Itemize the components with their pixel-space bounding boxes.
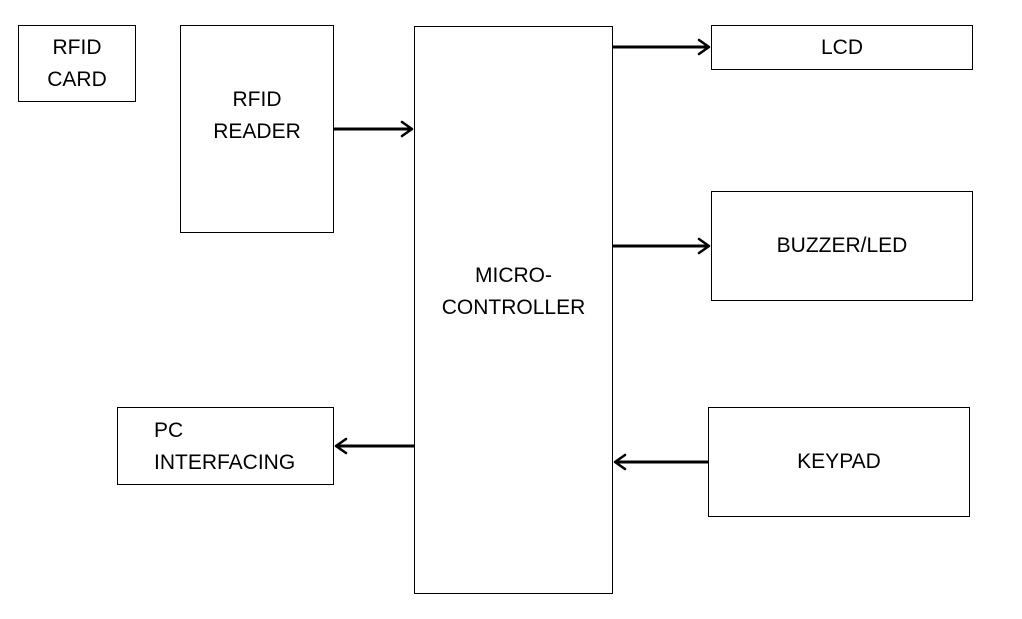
- rfid-reader-block: RFID READER: [180, 25, 334, 233]
- buzzer-led-label: BUZZER/LED: [776, 234, 908, 257]
- rfid-card-block: RFID CARD: [18, 25, 136, 102]
- keypad-label: KEYPAD: [797, 450, 881, 473]
- keypad-block: KEYPAD: [708, 407, 970, 517]
- arrow-rfid-reader-to-microcontroller: [334, 120, 414, 138]
- rfid-card-label: RFID CARD: [47, 35, 107, 91]
- pc-interfacing-block: PC INTERFACING: [117, 407, 334, 485]
- arrow-keypad-to-microcontroller: [613, 453, 708, 471]
- microcontroller-block: MICRO- CONTROLLER: [414, 26, 613, 594]
- lcd-block: LCD: [711, 25, 973, 70]
- microcontroller-label: MICRO- CONTROLLER: [441, 264, 586, 319]
- arrow-microcontroller-to-lcd: [613, 38, 711, 56]
- pc-interfacing-label: PC INTERFACING: [154, 419, 296, 474]
- arrow-microcontroller-to-buzzer-led: [613, 237, 711, 255]
- arrow-microcontroller-to-pc-interfacing: [334, 437, 414, 455]
- buzzer-led-block: BUZZER/LED: [711, 191, 973, 301]
- lcd-label: LCD: [820, 35, 863, 59]
- rfid-reader-label: RFID READER: [213, 88, 301, 143]
